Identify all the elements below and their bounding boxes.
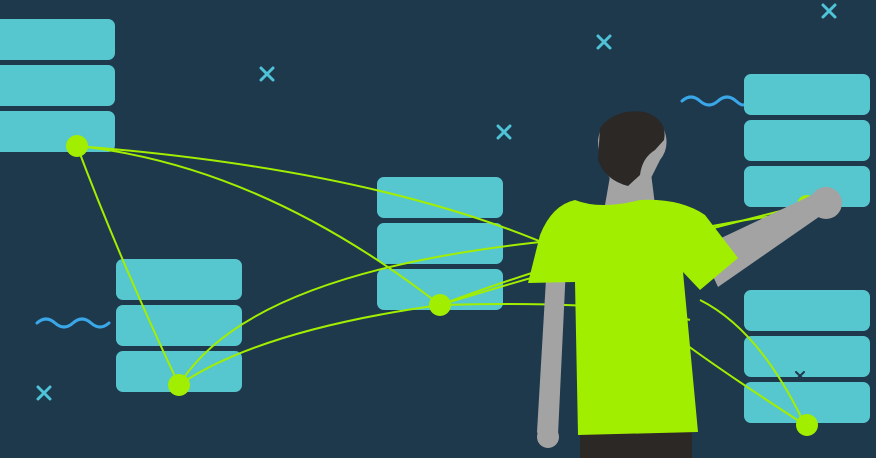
link — [699, 299, 806, 426]
server-block — [744, 290, 870, 331]
wave-icon — [35, 317, 111, 329]
server-block — [116, 259, 242, 300]
node — [796, 414, 818, 436]
wave-icon — [680, 95, 748, 107]
person-left-hand — [537, 426, 559, 448]
server-stack-top-right — [744, 74, 870, 207]
network-links — [76, 145, 806, 426]
link — [178, 304, 441, 386]
link — [178, 239, 561, 386]
server-block — [0, 111, 115, 152]
node — [429, 294, 451, 316]
cross-icon — [36, 385, 52, 401]
cross-icon — [496, 124, 512, 140]
cross-icon — [596, 34, 612, 50]
person-left-arm — [537, 262, 566, 445]
link — [76, 145, 180, 386]
link — [76, 145, 561, 251]
link — [76, 145, 441, 306]
decorative-crosses — [36, 3, 837, 401]
person-figure — [528, 111, 842, 458]
server-stack-bottom-left — [116, 259, 242, 392]
server-block — [0, 19, 115, 60]
cross-icon — [821, 3, 837, 19]
server-stack-bottom-right — [744, 290, 870, 423]
person-right-hand — [810, 187, 842, 219]
server-block — [0, 65, 115, 106]
node — [66, 135, 88, 157]
server-block — [744, 74, 870, 115]
server-block — [116, 305, 242, 346]
server-block — [744, 336, 870, 377]
person-right-arm — [700, 195, 826, 287]
person-shirt — [528, 199, 738, 435]
server-block — [116, 351, 242, 392]
cross-icon — [795, 371, 805, 381]
server-block — [377, 269, 503, 310]
server-stack-top-left — [0, 19, 115, 152]
server-block — [744, 382, 870, 423]
cross-icon — [259, 66, 275, 82]
node — [168, 374, 190, 396]
server-block — [377, 177, 503, 218]
server-stack-center — [377, 177, 503, 310]
person-hair — [598, 111, 665, 186]
server-block — [377, 223, 503, 264]
server-block — [744, 120, 870, 161]
